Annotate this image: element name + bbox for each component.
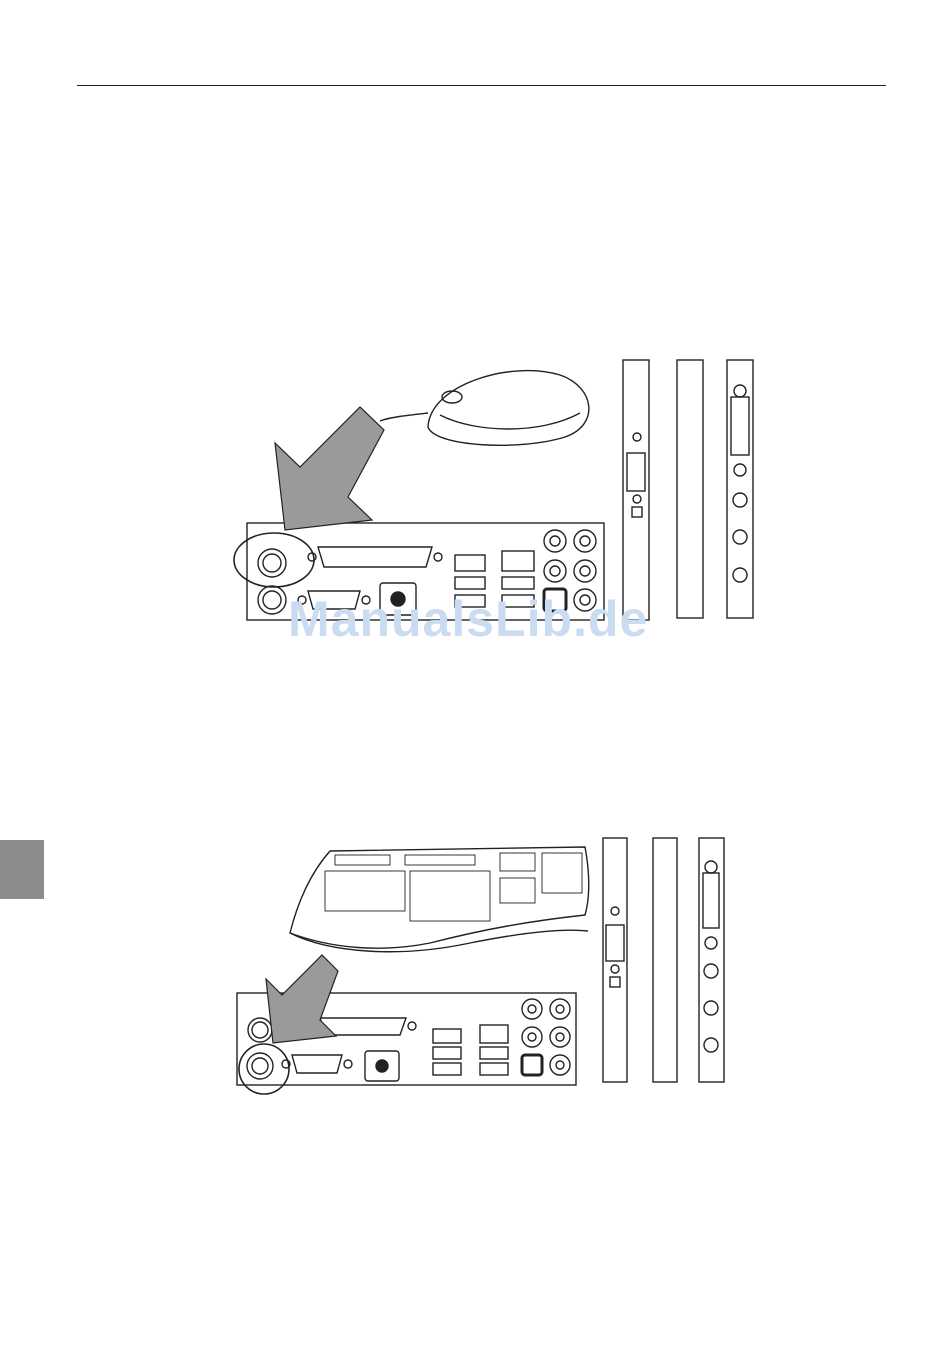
mouse-connection-figure bbox=[230, 355, 770, 625]
keyboard-connection-figure bbox=[230, 833, 740, 1098]
chapter-tab bbox=[0, 840, 44, 899]
mouse-icon bbox=[380, 371, 589, 446]
expansion-slot-empty bbox=[653, 838, 677, 1082]
expansion-slot-empty bbox=[677, 360, 703, 618]
pointer-arrow bbox=[266, 955, 338, 1043]
header-rule bbox=[77, 85, 886, 86]
watermark-text: ManualsLib.de bbox=[288, 590, 668, 648]
pointer-arrow bbox=[275, 407, 384, 530]
keyboard-icon bbox=[290, 847, 589, 952]
